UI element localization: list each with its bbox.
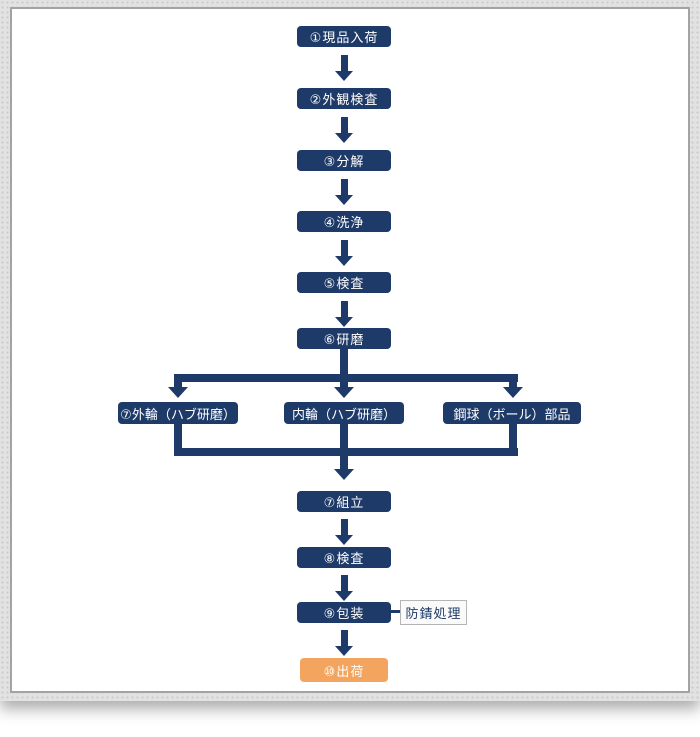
branch-split-stem-center bbox=[340, 382, 348, 387]
page-background bbox=[0, 0, 700, 701]
down-arrowhead-icon bbox=[334, 469, 354, 480]
flow-step-final-inspection: ⑧検査 bbox=[297, 547, 391, 568]
flowchart-panel bbox=[10, 7, 690, 693]
branch-split-connector bbox=[174, 374, 518, 382]
side-note-connector bbox=[391, 610, 400, 613]
branch-merge-stem-right bbox=[509, 424, 517, 448]
down-arrowhead-icon bbox=[334, 387, 354, 398]
branch-split-stem-left bbox=[174, 382, 182, 387]
branch-inner-ring: 内輪（ハブ研磨） bbox=[284, 402, 404, 424]
flow-step-washing: ④洗浄 bbox=[297, 211, 391, 232]
branch-merge-stem-left bbox=[174, 424, 182, 448]
flow-step-disassembly: ③分解 bbox=[297, 150, 391, 171]
flow-step-packaging: ⑨包装 bbox=[297, 602, 391, 623]
branch-merge-stem-center bbox=[340, 424, 348, 448]
branch-merge-connector bbox=[174, 448, 518, 456]
down-arrowhead-icon bbox=[503, 387, 523, 398]
flow-step-incoming: ①現品入荷 bbox=[297, 26, 391, 47]
flow-step-inspection: ⑤検査 bbox=[297, 272, 391, 293]
down-arrow-icon bbox=[335, 179, 353, 205]
down-arrow-icon bbox=[335, 575, 353, 601]
branch-split-stem bbox=[340, 349, 348, 375]
branch-split-stem-right bbox=[509, 382, 517, 387]
branch-outer-ring: ⑦外輪（ハブ研磨） bbox=[118, 402, 238, 424]
branch-steel-ball-parts: 鋼球（ボール）部品 bbox=[443, 402, 581, 424]
down-arrow-icon bbox=[335, 630, 353, 656]
down-arrow-icon bbox=[335, 240, 353, 266]
flow-step-polishing: ⑥研磨 bbox=[297, 328, 391, 349]
down-arrow-icon bbox=[335, 55, 353, 81]
branch-merge-down-stem bbox=[340, 456, 348, 470]
flow-step-assembly: ⑦組立 bbox=[297, 491, 391, 512]
flow-step-shipping: ⑩出荷 bbox=[300, 658, 388, 682]
down-arrow-icon bbox=[335, 117, 353, 143]
down-arrow-icon bbox=[335, 519, 353, 545]
down-arrowhead-icon bbox=[168, 387, 188, 398]
down-arrow-icon bbox=[335, 301, 353, 327]
flow-step-visual-inspection: ②外観検査 bbox=[297, 88, 391, 109]
side-note-rust-prevention: 防錆処理 bbox=[400, 600, 467, 625]
